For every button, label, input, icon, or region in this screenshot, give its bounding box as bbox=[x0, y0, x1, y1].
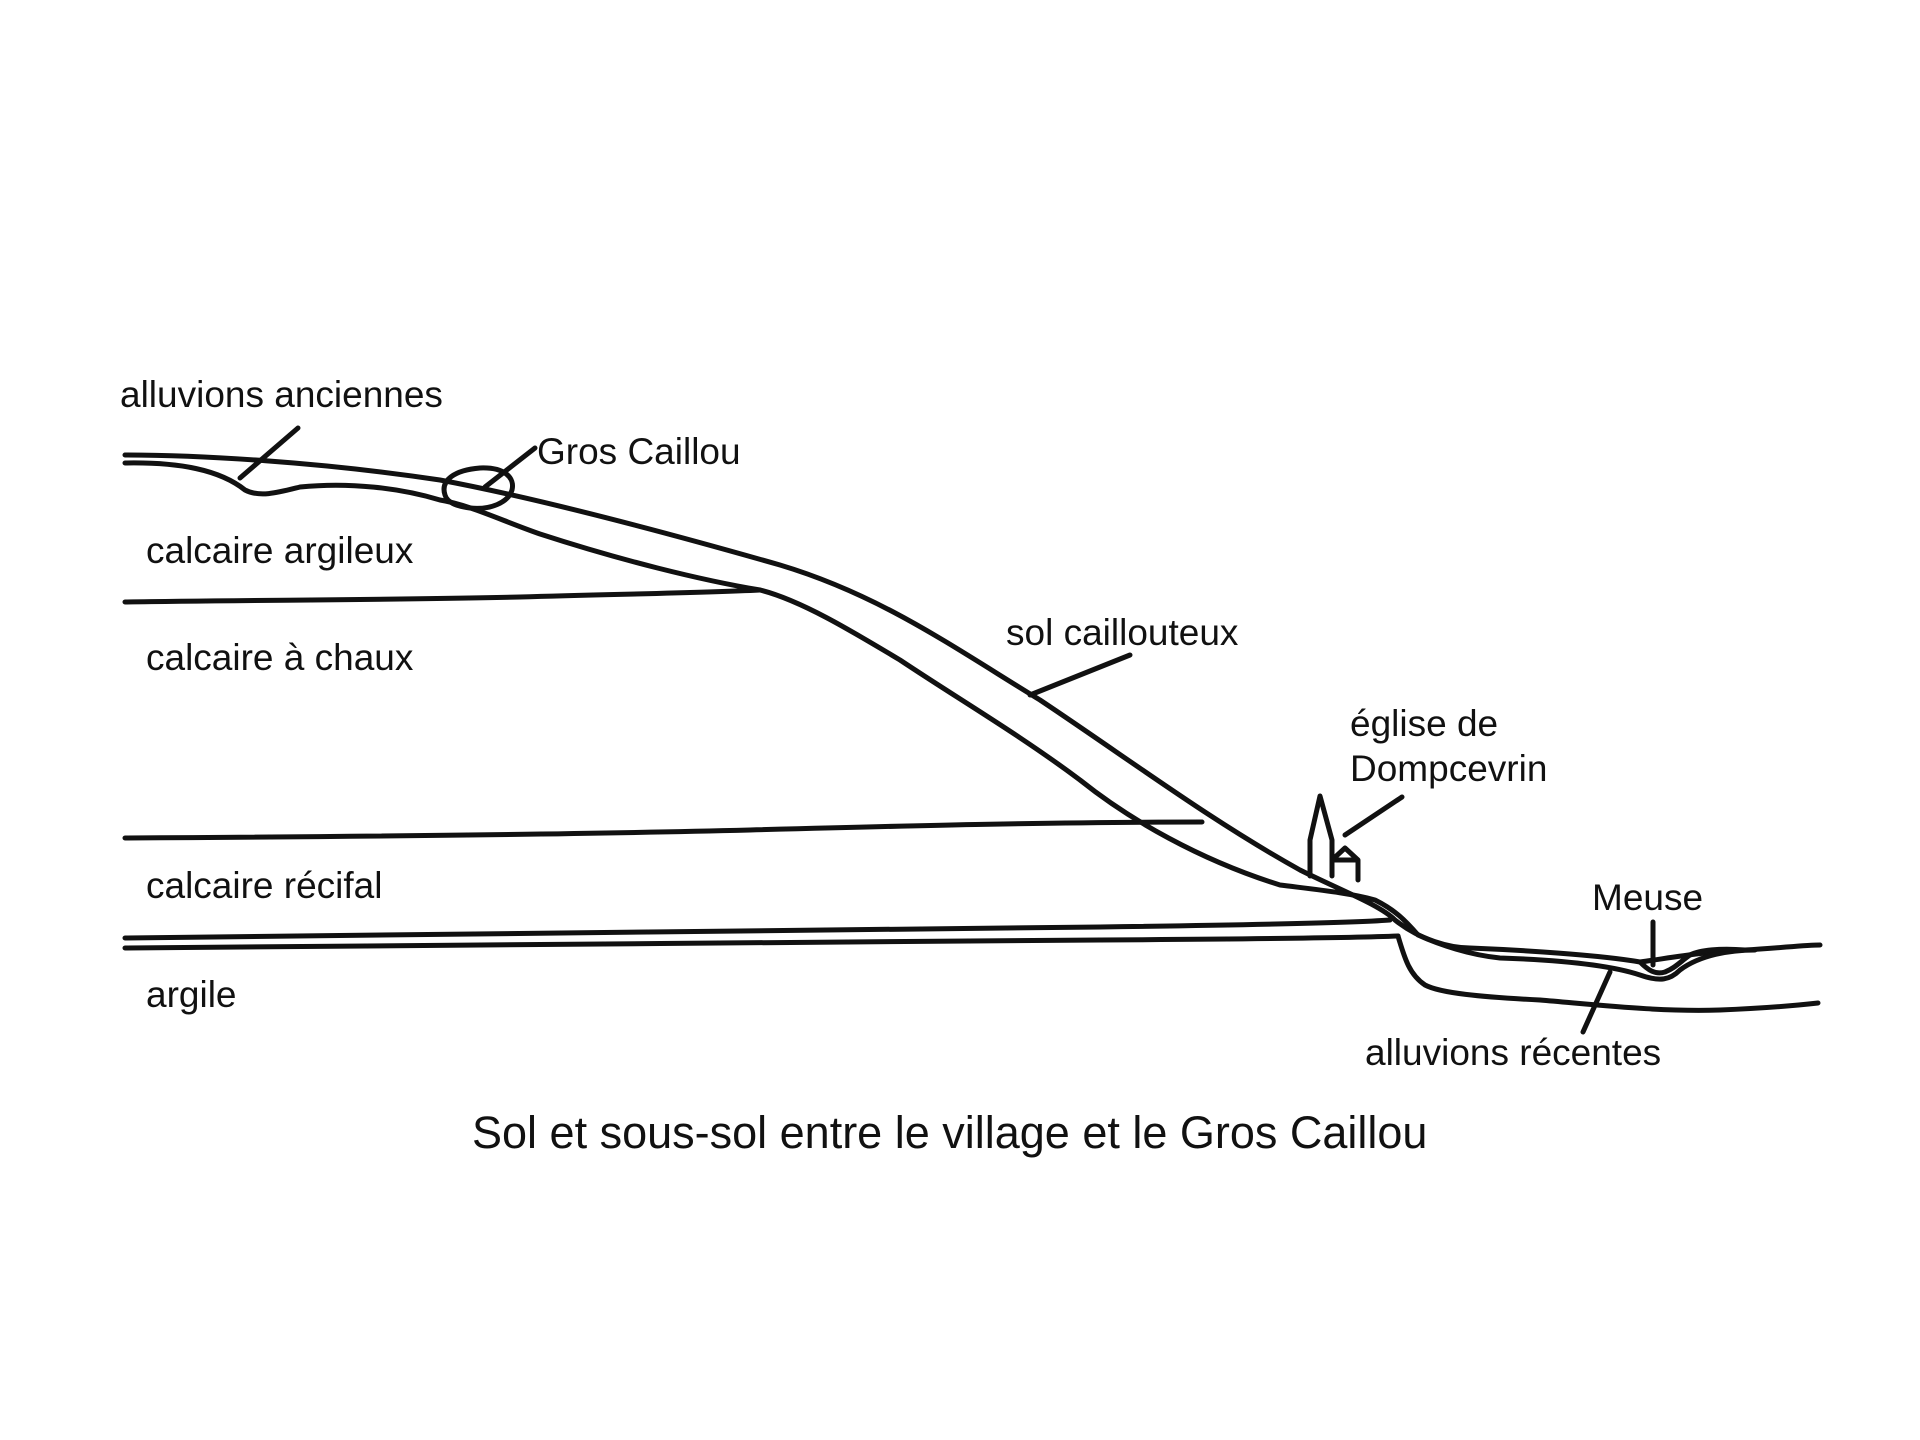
gros-caillou-boulder bbox=[441, 465, 515, 511]
boundary-argileux-chaux bbox=[122, 587, 763, 605]
soil-layer-lower-line bbox=[122, 460, 1758, 982]
church-dompcevrin-icon bbox=[1307, 793, 1361, 883]
boundary-recifal-argile-lower bbox=[122, 933, 1401, 951]
label-calcaire-a-chaux: calcaire à chaux bbox=[146, 637, 414, 678]
leader-eglise bbox=[1342, 794, 1405, 838]
label-calcaire-argileux: calcaire argileux bbox=[146, 530, 414, 571]
label-alluvions-recentes: alluvions récentes bbox=[1365, 1032, 1661, 1073]
label-gros-caillou: Gros Caillou bbox=[537, 431, 741, 472]
label-sol-caillouteux: sol caillouteux bbox=[1006, 612, 1239, 653]
boundary-chaux-recifal bbox=[122, 819, 1205, 841]
label-argile: argile bbox=[146, 974, 237, 1015]
leader-sol-caillouteux bbox=[1027, 652, 1133, 698]
leader-gros-caillou bbox=[482, 445, 538, 490]
meuse-river-channel bbox=[1637, 946, 1748, 976]
diagram-caption: Sol et sous-sol entre le village et le G… bbox=[472, 1107, 1427, 1158]
leader-alluvions-anciennes bbox=[237, 425, 301, 481]
label-alluvions-anciennes: alluvions anciennes bbox=[120, 374, 443, 415]
label-meuse: Meuse bbox=[1592, 877, 1703, 918]
label-eglise-line1: église de bbox=[1350, 703, 1498, 744]
leader-alluvions-recentes bbox=[1580, 969, 1613, 1035]
boundary-recifal-argile-upper bbox=[122, 917, 1393, 941]
label-eglise-line2: Dompcevrin bbox=[1350, 748, 1547, 789]
recent-alluvium-base-line bbox=[1395, 933, 1821, 1013]
label-calcaire-recifal: calcaire récifal bbox=[146, 865, 382, 906]
